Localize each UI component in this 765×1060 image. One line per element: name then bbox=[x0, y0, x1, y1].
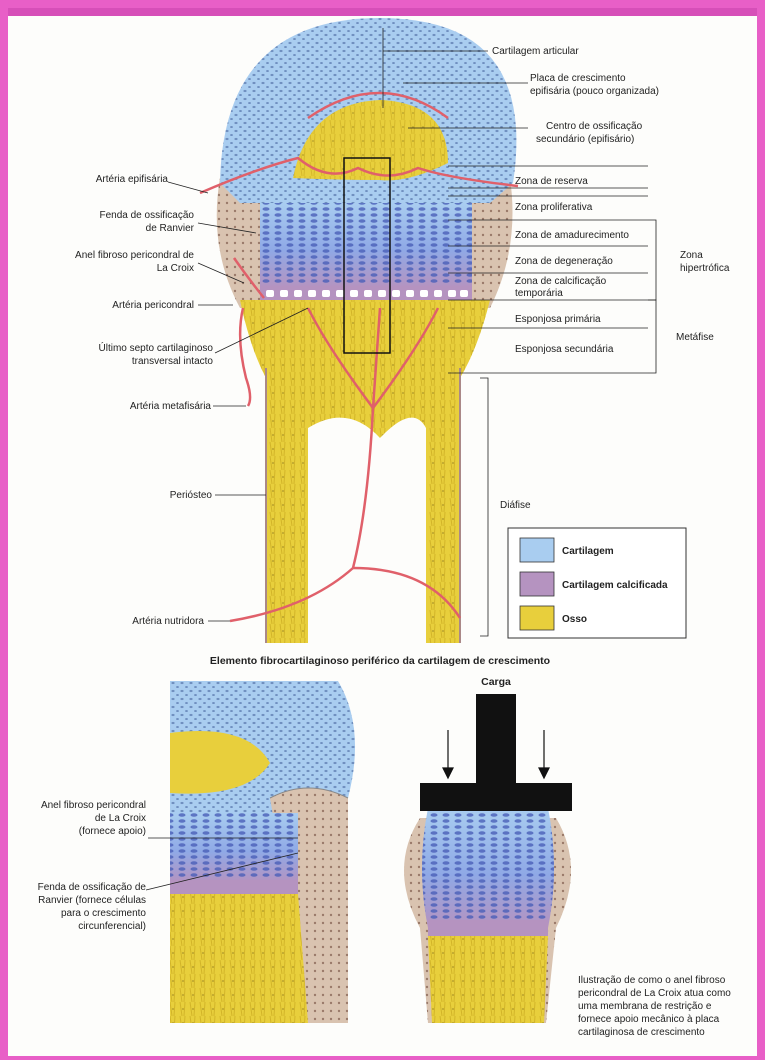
bottom-ilus-5: cartilaginosa de crescimento bbox=[578, 1027, 705, 1038]
bottom-ilus-2: pericondral de La Croix atua como bbox=[578, 988, 731, 999]
legend-swatch-calcificada bbox=[520, 572, 554, 596]
bottom-anel-2: de La Croix bbox=[95, 813, 146, 824]
legend: Cartilagem Cartilagem calcificada Osso bbox=[508, 528, 686, 638]
label-arteria-metafisaria: Artéria metafisária bbox=[130, 401, 212, 412]
label-ultimo-2: transversal intacto bbox=[132, 356, 214, 367]
top-bone-illustration bbox=[200, 18, 518, 648]
bottom-fenda-3: para o crescimento bbox=[61, 908, 146, 919]
label-carga: Carga bbox=[481, 676, 511, 688]
legend-label-1: Cartilagem calcificada bbox=[562, 580, 668, 591]
label-anel-2: La Croix bbox=[157, 263, 194, 274]
medullary-cavity bbox=[308, 418, 426, 648]
bottom-fenda-1: Fenda de ossificação de bbox=[38, 882, 147, 893]
label-arteria-nutridora: Artéria nutridora bbox=[132, 616, 204, 627]
bottom-ilus-3: uma membrana de restrição e bbox=[578, 1001, 712, 1012]
bottom-left-illustration bbox=[170, 681, 355, 1023]
label-cartilagem-articular: Cartilagem articular bbox=[492, 46, 579, 57]
label-zona: Zona bbox=[680, 250, 703, 261]
label-centro-2: secundário (epifisário) bbox=[536, 134, 634, 145]
label-metafise: Metáfise bbox=[676, 332, 714, 343]
label-esponjosa-primaria: Esponjosa primária bbox=[515, 314, 601, 325]
label-placa-2: epifisária (pouco organizada) bbox=[530, 86, 659, 97]
label-esponjosa-secundaria: Esponjosa secundária bbox=[515, 344, 614, 355]
legend-label-0: Cartilagem bbox=[562, 546, 614, 557]
bottom-ilus-4: fornece apoio mecânico à placa bbox=[578, 1014, 720, 1025]
bottom-fenda-4: circunferencial) bbox=[78, 921, 146, 932]
label-arteria-pericondral: Artéria pericondral bbox=[112, 300, 194, 311]
legend-swatch-osso bbox=[520, 606, 554, 630]
label-diafise: Diáfise bbox=[500, 500, 531, 511]
label-zona-calcificacao-2: temporária bbox=[515, 288, 563, 299]
bottom-ilus-1: Ilustração de como o anel fibroso bbox=[578, 975, 726, 986]
bottom-fenda-2: Ranvier (fornece células bbox=[38, 895, 146, 906]
legend-label-2: Osso bbox=[562, 614, 587, 625]
label-zona-calcificacao-1: Zona de calcificação bbox=[515, 276, 607, 287]
label-placa-1: Placa de crescimento bbox=[530, 73, 626, 84]
label-centro-1: Centro de ossificação bbox=[546, 121, 643, 132]
label-fenda-1: Fenda de ossificação bbox=[99, 210, 194, 221]
label-fenda-2: de Ranvier bbox=[146, 223, 195, 234]
bottom-anel-3: (fornece apoio) bbox=[79, 826, 146, 837]
label-zona-amadurecimento: Zona de amadurecimento bbox=[515, 230, 629, 241]
label-zona-reserva: Zona de reserva bbox=[515, 176, 588, 187]
legend-swatch-cartilagem bbox=[520, 538, 554, 562]
bottom-right-illustration bbox=[404, 694, 572, 1023]
label-zona-proliferativa: Zona proliferativa bbox=[515, 202, 593, 213]
bottom-heading: Elemento fibrocartilaginoso periférico d… bbox=[210, 655, 550, 667]
page: Cartilagem articular Placa de cresciment… bbox=[8, 8, 757, 1056]
label-anel-1: Anel fibroso pericondral de bbox=[75, 250, 194, 261]
label-ultimo-1: Último septo cartilaginoso bbox=[99, 341, 214, 354]
load-plate bbox=[420, 783, 572, 811]
label-arteria-epifisaria: Artéria epifisária bbox=[96, 174, 169, 185]
label-zona-degeneracao: Zona de degeneração bbox=[515, 256, 613, 267]
bottom-anel-1: Anel fibroso pericondral bbox=[41, 800, 146, 811]
label-periosteo: Periósteo bbox=[170, 490, 213, 501]
load-stem bbox=[476, 694, 516, 784]
growth-plate-diagram: Cartilagem articular Placa de cresciment… bbox=[8, 8, 757, 1056]
label-hipertrofica: hipertrófica bbox=[680, 263, 730, 274]
